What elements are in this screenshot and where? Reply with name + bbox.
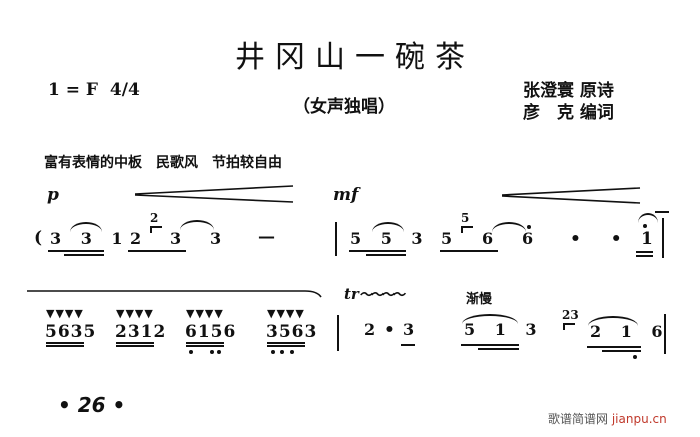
tie [638,213,658,223]
underline-eighth [186,342,224,344]
slur [492,222,526,232]
long-slur [27,290,322,298]
note: 3 [403,320,422,339]
note-group: 5635 [45,322,97,342]
slur [70,222,102,232]
low-octave-dot [633,355,637,359]
low-octave-dot [210,350,214,354]
watermark: 歌谱简谱网 jianpu.cn [548,410,667,427]
dynamic-mezzo-forte: mf [333,185,359,205]
low-octave-dot [189,350,193,354]
slur [372,222,404,232]
note-group: 3563 [266,322,318,342]
open-parenthesis: ( [34,228,44,248]
dotted-rhythm: • [384,320,396,340]
underline-sixteenth [602,350,641,352]
low-octave-dot [271,350,275,354]
underline-eighth [349,250,406,252]
grace-stroke [563,323,575,330]
note-group: 3 3 1 [50,229,130,248]
high-octave-dot [643,224,647,228]
note: 1 [641,229,654,249]
slur [180,220,214,230]
barline [337,315,339,351]
note-group: 5 5 3 [350,229,430,248]
underline-eighth [587,346,641,348]
note: 6 [522,229,541,248]
underline-sixteenth [636,255,653,257]
tremolo-marks: ▼▼▼▼ [46,307,84,320]
dynamic-piano: p [47,185,59,205]
low-octave-dot [290,350,294,354]
credit-line-2: 彦 克 编词 [523,103,614,123]
tempo-change-ritardando: 渐慢 [466,292,493,307]
note: 6 [482,229,501,248]
high-octave-dot [527,225,531,229]
low-octave-dot [280,350,284,354]
underline-eighth [267,342,305,344]
watermark-url: jianpu.cn [611,412,667,426]
trill-mark: tr～～～～ [344,285,405,303]
extension-dash: — [258,227,276,247]
tempo-marking: 富有表情的中板 民歌风 节拍较自由 [44,155,282,171]
watermark-text: 歌谱简谱网 [548,412,609,426]
note-group: 2 1 6 [590,322,670,341]
underline-eighth [440,250,498,252]
slur [588,316,638,326]
credit-line-1: 张澄寰 原诗 [523,81,614,101]
barline [335,222,337,256]
grace-notes: 23 [562,308,579,322]
underline-sixteenth [46,345,84,347]
page-number: • 26 • [58,393,126,417]
song-title: 井冈山一碗茶 [235,40,475,75]
underline-eighth [461,344,519,346]
underline-eighth [128,250,186,252]
note: 3 [170,229,189,248]
note: 3 [210,229,229,248]
note: 5 [441,229,460,248]
underline-eighth [46,342,84,344]
crescendo-hairpin-2 [502,187,641,204]
key-value: 1 = F [48,80,98,100]
underline-sixteenth [366,254,406,256]
barline [662,218,664,258]
tremolo-marks: ▼▼▼▼ [116,307,154,320]
grace-stroke [150,226,162,233]
underline-sixteenth [186,345,224,347]
key-signature: 1 = F 4/4 [48,80,140,100]
grace-note: 2 [150,211,159,225]
performance-type: （女声独唱） [293,97,395,117]
underline-eighth [636,251,653,253]
note-group: 6156 [185,322,237,342]
underline-eighth [116,342,154,344]
underline-sixteenth [64,254,104,256]
note-group: 5 1 3 [464,320,544,339]
trill-wave: ～～～～ [358,288,405,303]
credits: 张澄寰 原诗 彦 克 编词 [523,80,614,124]
underline-sixteenth [478,348,519,350]
slur [462,314,518,324]
duration-dots: • • [570,229,634,249]
crescendo-hairpin [135,185,294,203]
note: 2 [364,320,383,339]
note-group: 2312 [115,322,167,342]
note: 2 [130,229,149,248]
tremolo-marks: ▼▼▼▼ [267,307,305,320]
time-signature: 4/4 [109,80,140,100]
grace-stroke [461,226,473,233]
underline-eighth [401,344,415,346]
underline-sixteenth [267,345,305,347]
low-octave-dot [217,350,221,354]
underline-eighth [48,250,104,252]
tie-continuation [655,211,669,213]
underline-sixteenth [116,345,154,347]
grace-note: 5 [461,211,470,225]
tremolo-marks: ▼▼▼▼ [186,307,224,320]
barline [664,314,666,354]
